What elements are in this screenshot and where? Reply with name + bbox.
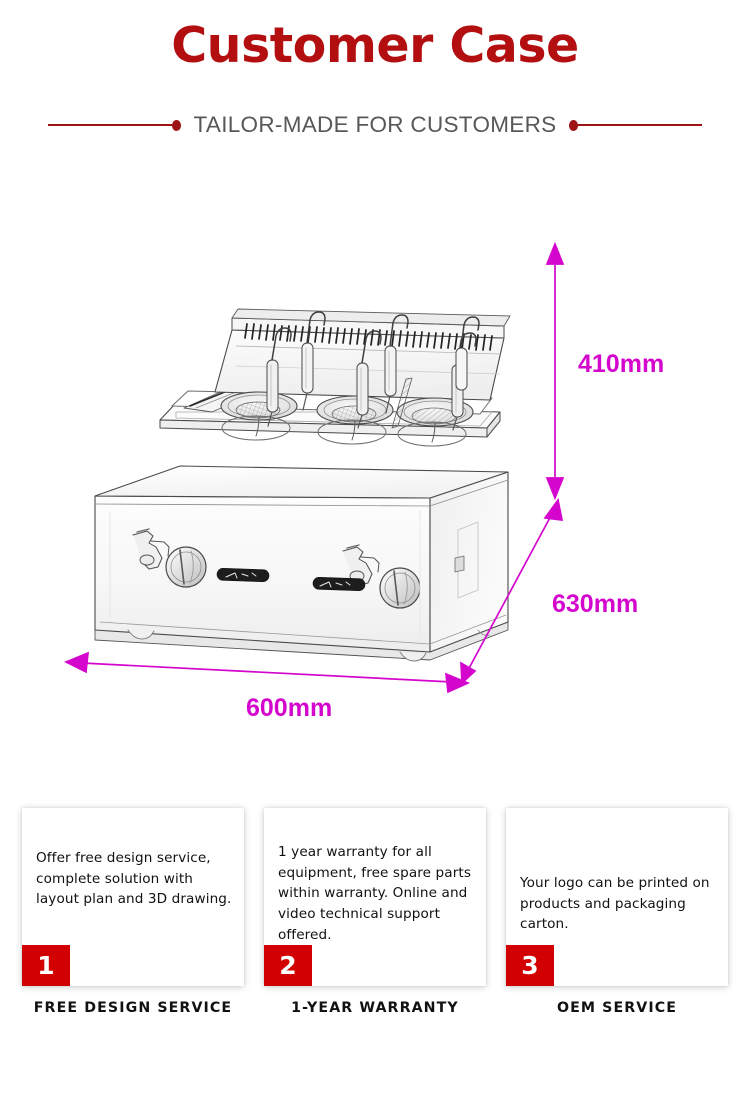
- card-title: OEM SERVICE: [556, 1000, 678, 1016]
- feature-cards: Offer free design service, complete solu…: [0, 808, 750, 1068]
- divider-dot-left-icon: [171, 119, 181, 131]
- card-title: 1-YEAR WARRANTY: [291, 1000, 459, 1016]
- feature-card-2: 1 year warranty for all equipment, free …: [264, 808, 486, 1016]
- dimension-width-label: 600mm: [246, 694, 333, 722]
- dimension-height-label: 410mm: [578, 350, 665, 378]
- dimension-depth-label: 630mm: [552, 590, 639, 618]
- product-line-drawing: [63, 241, 565, 694]
- page-subtitle: TAILOR-MADE FOR CUSTOMERS: [193, 112, 557, 137]
- card-box: Your logo can be printed on products and…: [506, 808, 728, 986]
- divider-dot-right-icon: [569, 119, 579, 131]
- page-title: Customer Case: [171, 17, 579, 74]
- feature-card-1: Offer free design service, complete solu…: [22, 808, 244, 1016]
- card-title: FREE DESIGN SERVICE: [33, 1000, 233, 1016]
- product-drawing-area: 410mm 630mm 600mm: [0, 160, 750, 790]
- card-body-text: 1 year warranty for all equipment, free …: [278, 844, 472, 943]
- card-body-text: Your logo can be printed on products and…: [520, 875, 710, 933]
- card-number-badge: 2: [264, 945, 312, 986]
- feature-card-3: Your logo can be printed on products and…: [506, 808, 728, 1016]
- divider-line-right: [578, 124, 703, 126]
- card-box: 1 year warranty for all equipment, free …: [264, 808, 486, 986]
- card-number-badge: 1: [22, 945, 70, 986]
- card-number-badge: 3: [506, 945, 554, 986]
- subtitle-row: TAILOR-MADE FOR CUSTOMERS: [0, 106, 750, 144]
- card-box: Offer free design service, complete solu…: [22, 808, 244, 986]
- divider-line-left: [47, 124, 172, 126]
- page-header: Customer Case TAILOR-MADE FOR CUSTOMERS: [0, 0, 750, 160]
- card-body-text: Offer free design service, complete solu…: [36, 850, 232, 908]
